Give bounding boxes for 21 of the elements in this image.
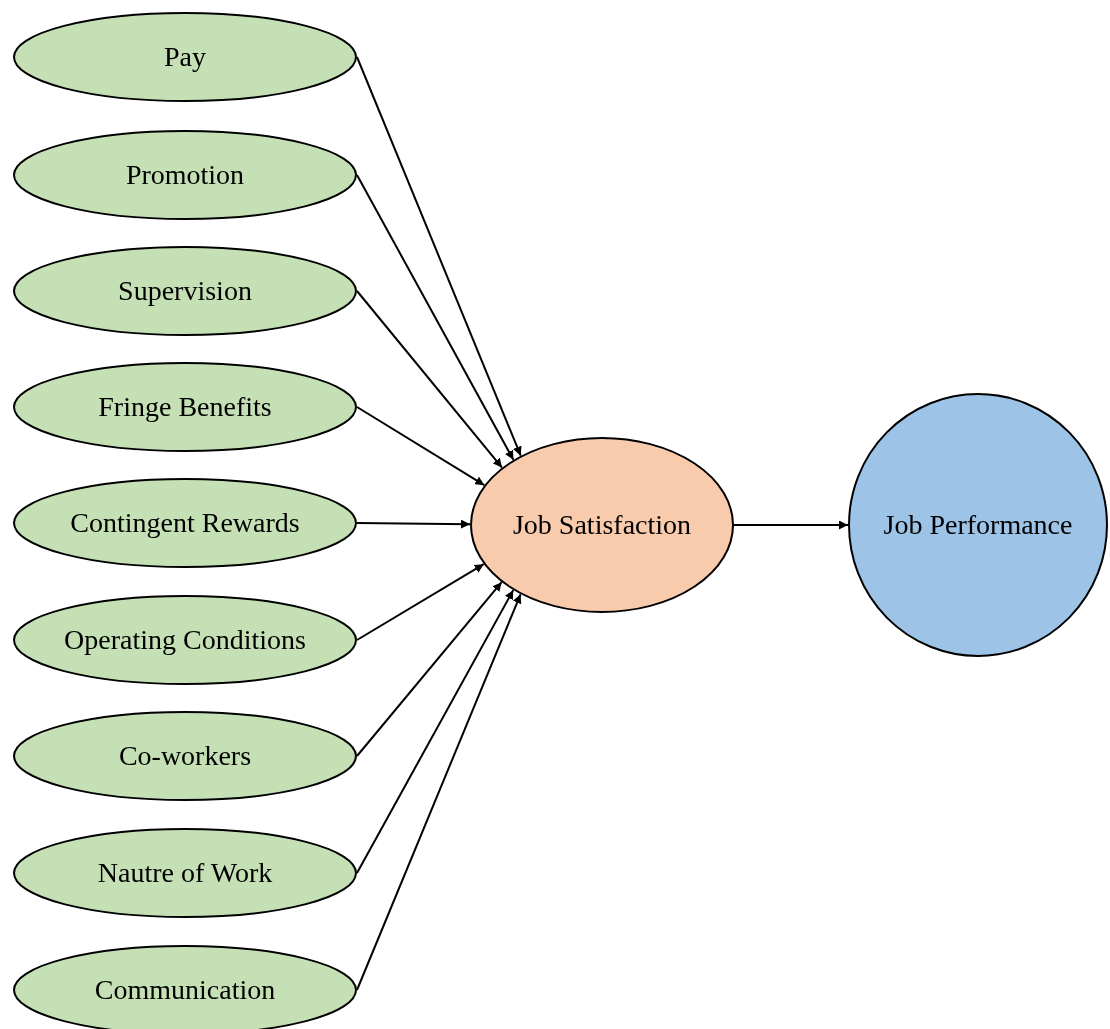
arrow: [356, 519, 471, 529]
node-label: Co-workers: [118, 740, 252, 772]
arrow: [356, 290, 503, 469]
node-label: Promotion: [125, 159, 245, 191]
arrow: [356, 174, 515, 461]
node-label: Operating Conditions: [64, 624, 306, 656]
arrow: [356, 593, 522, 991]
node-label: Pay: [164, 41, 206, 73]
arrow: [356, 56, 522, 457]
arrow: [356, 589, 515, 874]
arrow: [356, 581, 503, 757]
node-label: Job Satisfaction: [512, 509, 692, 541]
node-label: Supervision: [118, 275, 252, 307]
arrow: [356, 406, 486, 487]
node-label: Fringe Benefits: [98, 391, 272, 423]
node-label: Communication: [94, 974, 276, 1006]
node-label: Contingent Rewards: [70, 507, 300, 539]
arrow: [356, 563, 485, 641]
node-label: Job Performance: [883, 509, 1073, 541]
node-label: Nautre of Work: [97, 857, 273, 889]
arrow: [733, 520, 849, 530]
